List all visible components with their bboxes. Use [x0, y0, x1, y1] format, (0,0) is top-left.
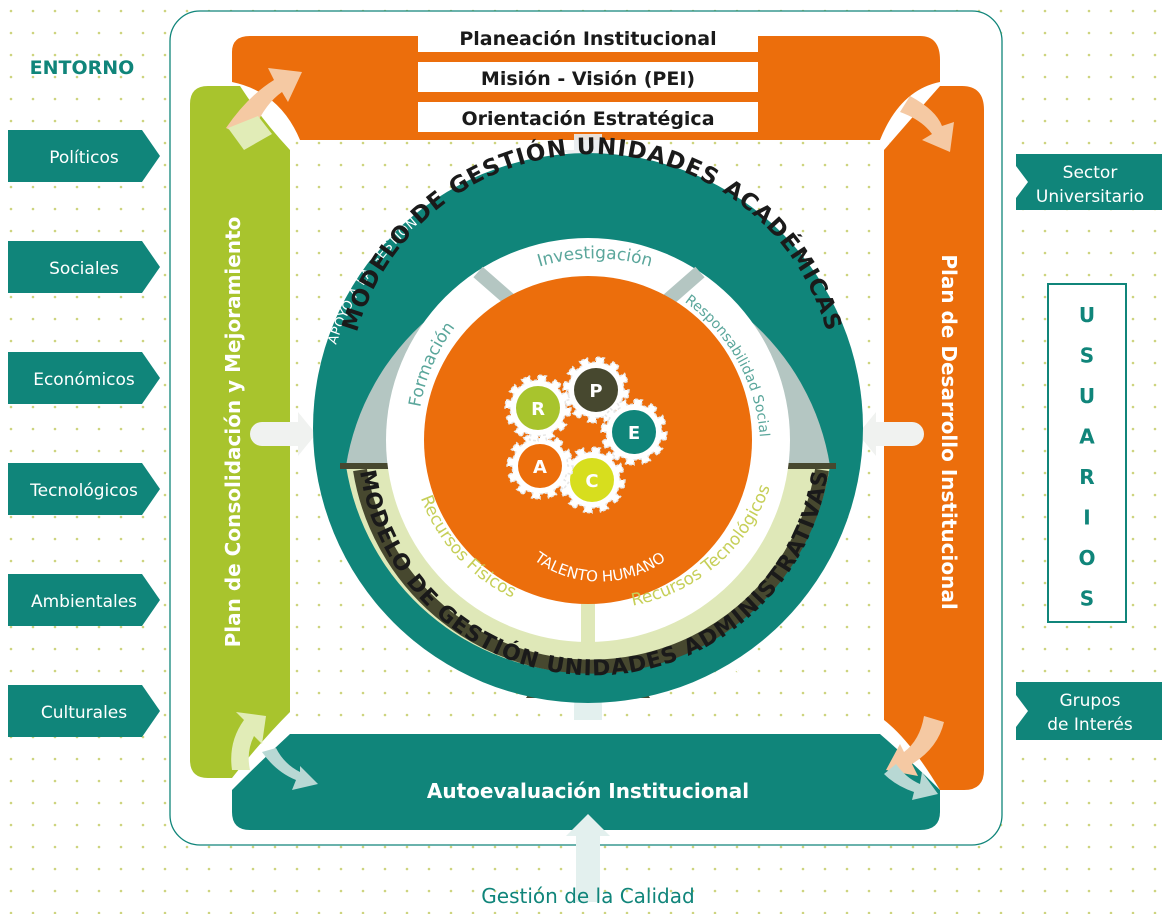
entorno-tag-1: Sociales [8, 241, 160, 293]
gear-p: P [562, 356, 630, 424]
usuarios-letter: R [1079, 465, 1094, 489]
entorno-tag-4: Ambientales [8, 574, 160, 626]
gears-group: P E C A R [504, 356, 668, 514]
sector-label-line2: Universitario [1036, 187, 1144, 207]
corner-arrow-bottom-right-teal [884, 764, 938, 800]
corner-arrow-bottom-right [886, 716, 944, 776]
gear-letter: C [585, 471, 598, 492]
orientacion-label: Orientación Estratégica [461, 108, 714, 130]
gear-r: R [504, 374, 572, 442]
entorno-tag-label: Sociales [49, 259, 119, 279]
plan-consolidacion-label: Plan de Consolidación y Mejoramiento [221, 217, 245, 648]
gestion-calidad-label: Gestión de la Calidad [481, 884, 694, 908]
entorno-tag-3: Tecnológicos [8, 463, 160, 515]
top-white-band-1 [418, 22, 758, 52]
usuarios-letter: A [1079, 425, 1095, 449]
gear-letter: E [628, 423, 640, 444]
gear-letter: A [533, 457, 547, 478]
right-side-arrow [858, 412, 924, 456]
corner-arrow-bottom-left-teal [262, 748, 318, 790]
grupos-interes-tag: Grupos de Interés [1016, 682, 1162, 740]
entorno-tag-0: Políticos [8, 130, 160, 182]
sector-label-line1: Sector [1063, 163, 1118, 183]
usuarios-letter: S [1080, 344, 1094, 368]
footer-up-arrow [566, 814, 610, 902]
usuarios-letter: S [1080, 587, 1094, 611]
usuarios-box [1047, 283, 1127, 623]
usuarios-letter: O [1078, 546, 1095, 570]
talento-humano-core [424, 276, 752, 604]
corner-arrow-bottom-left [231, 712, 266, 770]
gear-e: E [600, 398, 668, 466]
entorno-tag-5: Culturales [8, 685, 160, 737]
right-orange-bar [884, 86, 984, 790]
entorno-tag-label: Políticos [49, 148, 119, 168]
bottom-teal-bar [232, 734, 940, 830]
entorno-tag-label: Económicos [33, 370, 135, 390]
segment-divider-2 [663, 266, 705, 306]
entorno-title: ENTORNO [30, 57, 135, 79]
admin-dark-band [353, 468, 829, 674]
plan-desarrollo-label: Plan de Desarrollo Institucional [937, 254, 961, 609]
top-white-band-3 [418, 102, 758, 132]
gear-letter: R [531, 399, 545, 420]
grupos-label-line2: de Interés [1047, 715, 1133, 735]
gear-letter: P [589, 381, 602, 402]
grupos-label-line1: Grupos [1060, 691, 1121, 711]
planeacion-label: Planeación Institucional [459, 28, 716, 50]
gear-c: C [558, 446, 626, 514]
gear-a: A [506, 432, 574, 500]
usuarios-letter: U [1079, 384, 1095, 408]
entorno-tag-label: Tecnológicos [29, 481, 138, 501]
entorno-tag-2: Económicos [8, 352, 160, 404]
sector-universitario-tag: Sector Universitario [1016, 154, 1162, 210]
entorno-tag-label: Culturales [41, 703, 127, 723]
usuarios-letter: U [1079, 303, 1095, 327]
left-green-bar [190, 86, 290, 778]
entorno-tags: PolíticosSocialesEconómicosTecnológicosA… [8, 130, 160, 737]
left-side-arrow [250, 412, 316, 456]
entorno-tag-label: Ambientales [31, 592, 137, 612]
corner-arrow-top-left-green [228, 116, 272, 150]
mision-label: Misión - Visión (PEI) [481, 68, 695, 90]
corner-arrow-top-right [900, 96, 954, 152]
segment-divider-1 [473, 266, 515, 306]
autoevaluacion-label: Autoevaluación Institucional [427, 779, 749, 803]
top-white-band-2 [418, 62, 758, 92]
usuarios-letter: I [1083, 506, 1090, 530]
